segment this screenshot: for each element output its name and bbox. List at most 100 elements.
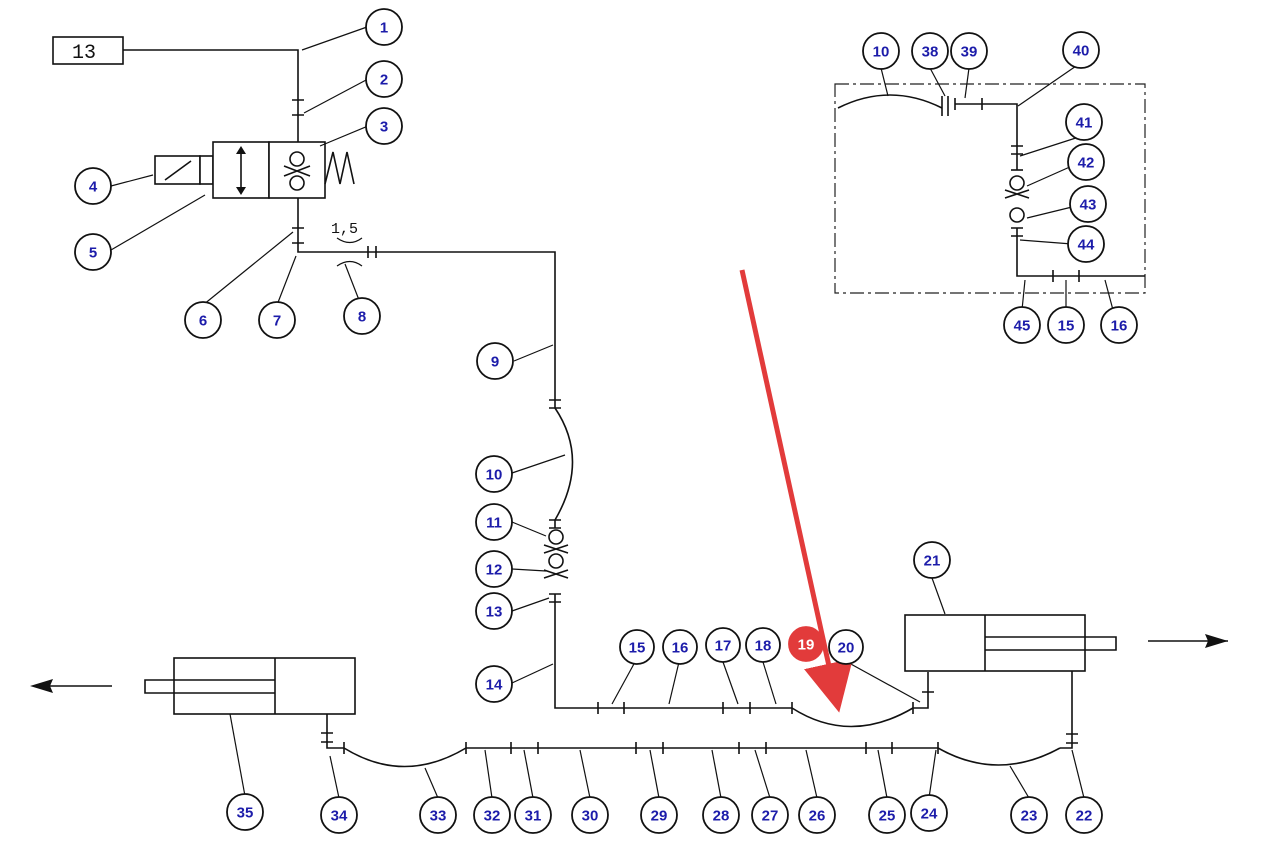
callout-i38: 38 [911, 32, 949, 70]
inset-hose-10 [837, 94, 943, 109]
callout-circle [640, 796, 678, 834]
callout-circle [476, 342, 514, 380]
callout-number: 31 [525, 808, 542, 825]
callout-c29: 29 [640, 796, 678, 834]
callout-circle [184, 301, 222, 339]
callout-c2: 2 [365, 60, 403, 98]
callout-number: 8 [358, 309, 366, 326]
callout-circle [343, 297, 381, 335]
callout-i16: 16 [1100, 306, 1138, 344]
callout-number: 23 [1021, 808, 1038, 825]
callout-number: 21 [924, 553, 941, 570]
callout-number: 7 [273, 313, 281, 330]
callout-i42: 42 [1067, 143, 1105, 181]
callout-circle [868, 796, 906, 834]
inset-fitting-41 [1011, 145, 1023, 155]
inset-check-42 [1009, 175, 1025, 191]
callout-c32: 32 [473, 796, 511, 834]
callout-circle [226, 793, 264, 831]
callout-c12: 12 [475, 550, 513, 588]
callout-circle [475, 550, 513, 588]
callout-circle [475, 592, 513, 630]
callout-circle [74, 167, 112, 205]
highlight-arrow [739, 269, 853, 713]
callout-number: 33 [430, 808, 447, 825]
callout-circle [950, 32, 988, 70]
callout-c17: 17 [705, 627, 741, 663]
callout-circle [419, 796, 457, 834]
signal-line [123, 49, 299, 100]
callout-i40: 40 [1062, 31, 1100, 69]
callout-number: 22 [1076, 808, 1093, 825]
callout-c8: 8 [343, 297, 381, 335]
callout-circle [662, 629, 698, 665]
callout-c33: 33 [419, 796, 457, 834]
callout-circle [1062, 31, 1100, 69]
hose-19 [791, 707, 914, 728]
cylinder-21 [904, 614, 1117, 672]
callout-number: 42 [1078, 155, 1095, 172]
fitting-29 [635, 742, 664, 754]
callout-number: 11 [486, 515, 502, 532]
solenoid-valve [154, 141, 355, 199]
inset-check-43 [1009, 207, 1025, 223]
fitting-22 [1066, 733, 1078, 744]
callout-number: 39 [961, 44, 978, 61]
callout-number: 17 [715, 638, 732, 655]
callout-circle [365, 107, 403, 145]
fitting-2 [292, 99, 304, 116]
callout-c30: 30 [571, 796, 609, 834]
callout-c19: 19 [788, 626, 824, 662]
callout-i43: 43 [1069, 185, 1107, 223]
fitting-6 [292, 227, 304, 244]
callout-c13: 13 [475, 592, 513, 630]
callout-circle [862, 32, 900, 70]
callout-i44: 44 [1067, 225, 1105, 263]
callout-circle [475, 503, 513, 541]
hose-23 [937, 747, 1061, 766]
callout-c16: 16 [662, 629, 698, 665]
inset-fitting-38 [941, 96, 949, 116]
callout-number: 44 [1078, 237, 1095, 254]
callout-c18: 18 [745, 627, 781, 663]
callout-i15: 15 [1047, 306, 1085, 344]
callout-circle [473, 796, 511, 834]
callout-number: 15 [629, 640, 646, 657]
callout-circle [514, 796, 552, 834]
callout-number: 43 [1080, 197, 1097, 214]
callout-circle [702, 796, 740, 834]
line-14 [554, 602, 598, 709]
callout-circle [1067, 143, 1105, 181]
callout-c31: 31 [514, 796, 552, 834]
callout-circle [475, 665, 513, 703]
callout-number: 27 [762, 808, 779, 825]
callout-circle [258, 301, 296, 339]
callout-number: 32 [484, 808, 501, 825]
callout-c25: 25 [868, 796, 906, 834]
fitting-27 [738, 742, 767, 754]
callout-c24: 24 [910, 794, 948, 832]
callout-circle [705, 627, 741, 663]
callout-number: 3 [380, 119, 388, 136]
callout-number: 12 [486, 562, 503, 579]
callout-c28: 28 [702, 796, 740, 834]
callout-number: 20 [838, 640, 855, 657]
callout-number: 13 [486, 604, 503, 621]
callout-number: 30 [582, 808, 599, 825]
callout-number: 9 [491, 354, 499, 371]
callout-number: 5 [89, 245, 97, 262]
callout-c1: 1 [365, 8, 403, 46]
callout-c14: 14 [475, 665, 513, 703]
callout-number: 25 [879, 808, 896, 825]
callout-number: 18 [755, 638, 772, 655]
fitting-13 [549, 593, 561, 603]
component-box-13: 13 [52, 36, 124, 65]
callout-circle [571, 796, 609, 834]
fitting-34 [326, 742, 345, 754]
callout-i39: 39 [950, 32, 988, 70]
callout-number: 34 [331, 808, 348, 825]
callout-c3: 3 [365, 107, 403, 145]
hose-10 [554, 407, 574, 521]
